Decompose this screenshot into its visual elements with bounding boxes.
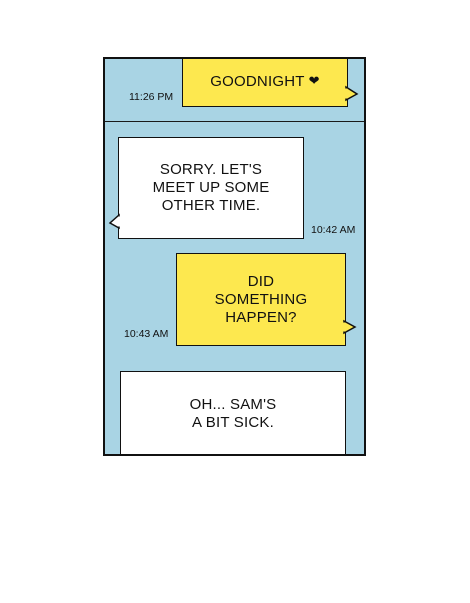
message-text: SORRY. LET'S MEET UP SOME OTHER TIME. — [152, 161, 270, 214]
chat-panel: GOODNIGHT❤ 11:26 PM SORRY. LET'S MEET UP… — [103, 57, 366, 456]
message-timestamp: 10:42 AM — [311, 224, 356, 236]
divider — [105, 121, 364, 122]
bubble-tail — [108, 213, 121, 230]
received-message-bubble: OH... SAM'S A BIT SICK. — [120, 371, 346, 454]
sent-message-bubble: GOODNIGHT❤ — [182, 59, 348, 107]
message-timestamp: 10:43 AM — [124, 328, 169, 340]
heart-icon: ❤ — [308, 73, 320, 88]
message-text: DID SOMETHING HAPPEN? — [214, 272, 308, 326]
message-text: OH... SAM'S A BIT SICK. — [189, 396, 277, 431]
bubble-tail — [342, 319, 357, 335]
sent-message-bubble: DID SOMETHING HAPPEN? — [176, 253, 346, 346]
received-message-bubble: SORRY. LET'S MEET UP SOME OTHER TIME. — [118, 137, 304, 239]
message-timestamp: 11:26 PM — [129, 91, 174, 103]
bubble-tail — [344, 85, 359, 102]
message-text: GOODNIGHT — [210, 73, 305, 90]
